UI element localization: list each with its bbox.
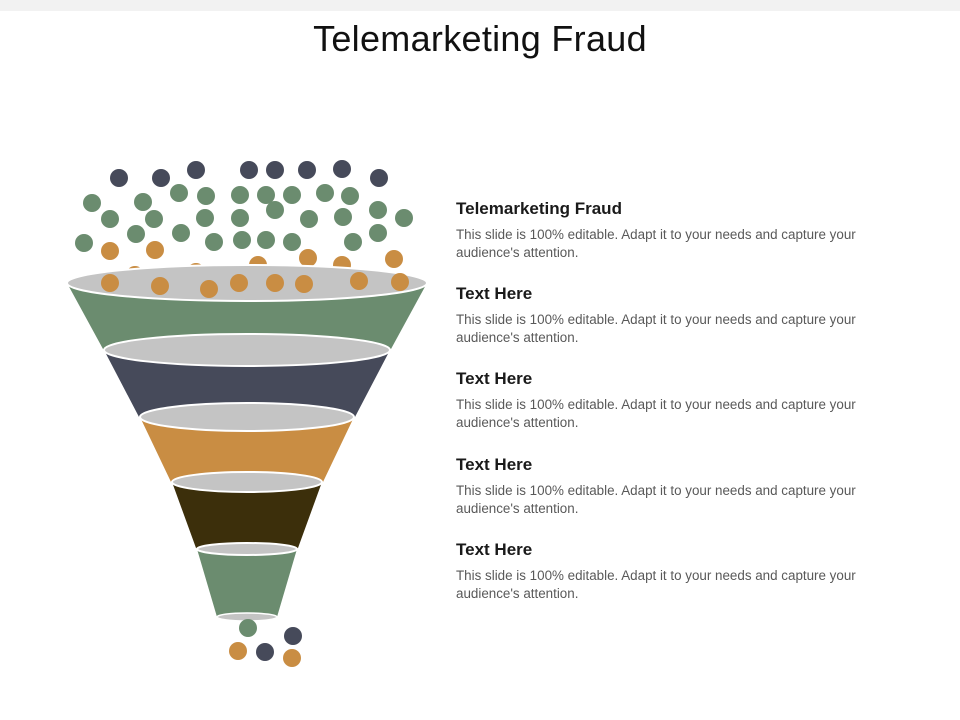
dot bbox=[229, 642, 247, 660]
output-dots bbox=[229, 619, 302, 667]
item-3-body: This slide is 100% editable. Adapt it to… bbox=[456, 397, 856, 430]
funnel-layers bbox=[66, 264, 428, 622]
item-1: Telemarketing Fraud This slide is 100% e… bbox=[456, 198, 876, 262]
dot bbox=[127, 225, 145, 243]
funnel-rim-4 bbox=[171, 471, 323, 493]
dot bbox=[316, 184, 334, 202]
dot bbox=[395, 209, 413, 227]
dot bbox=[151, 277, 169, 295]
dot bbox=[110, 169, 128, 187]
item-2: Text Here This slide is 100% editable. A… bbox=[456, 283, 876, 347]
dot bbox=[256, 643, 274, 661]
slide-title: Telemarketing Fraud bbox=[313, 18, 647, 59]
falling-dots-front bbox=[101, 272, 409, 298]
dot bbox=[200, 280, 218, 298]
dot bbox=[83, 194, 101, 212]
dot bbox=[369, 224, 387, 242]
funnel-rim-5 bbox=[196, 542, 298, 556]
dot bbox=[172, 224, 190, 242]
dot bbox=[344, 233, 362, 251]
dot bbox=[230, 274, 248, 292]
dot bbox=[101, 274, 119, 292]
dot bbox=[231, 209, 249, 227]
dot bbox=[350, 272, 368, 290]
dot bbox=[170, 184, 188, 202]
dot bbox=[231, 186, 249, 204]
item-1-heading: Telemarketing Fraud bbox=[456, 199, 622, 218]
dot bbox=[240, 161, 258, 179]
dot bbox=[266, 274, 284, 292]
dot bbox=[239, 619, 257, 637]
dot bbox=[391, 273, 409, 291]
item-3: Text Here This slide is 100% editable. A… bbox=[456, 368, 876, 432]
dot bbox=[233, 231, 251, 249]
funnel-layer-2 bbox=[104, 350, 390, 420]
funnel-rim-2 bbox=[103, 333, 391, 367]
item-4-heading: Text Here bbox=[456, 455, 533, 474]
dot bbox=[298, 161, 316, 179]
dot bbox=[370, 169, 388, 187]
dot bbox=[205, 233, 223, 251]
item-5-heading: Text Here bbox=[456, 540, 533, 559]
dot bbox=[295, 275, 313, 293]
dot bbox=[283, 186, 301, 204]
dot bbox=[101, 210, 119, 228]
top-band bbox=[0, 0, 960, 11]
item-3-heading: Text Here bbox=[456, 369, 533, 388]
item-4-body: This slide is 100% editable. Adapt it to… bbox=[456, 483, 856, 516]
dot bbox=[257, 231, 275, 249]
dot bbox=[196, 209, 214, 227]
item-5-body: This slide is 100% editable. Adapt it to… bbox=[456, 568, 856, 601]
funnel-layer-3 bbox=[140, 417, 354, 485]
dot bbox=[187, 161, 205, 179]
dot bbox=[341, 187, 359, 205]
dot bbox=[266, 201, 284, 219]
item-1-body: This slide is 100% editable. Adapt it to… bbox=[456, 227, 856, 260]
dot bbox=[146, 241, 164, 259]
dot bbox=[333, 160, 351, 178]
dot bbox=[300, 210, 318, 228]
dot bbox=[369, 201, 387, 219]
dot bbox=[283, 649, 301, 667]
dot bbox=[75, 234, 93, 252]
dot bbox=[299, 249, 317, 267]
funnel-layer-4 bbox=[172, 482, 322, 551]
item-5: Text Here This slide is 100% editable. A… bbox=[456, 539, 876, 603]
item-4: Text Here This slide is 100% editable. A… bbox=[456, 454, 876, 518]
dot bbox=[197, 187, 215, 205]
funnel-layer-5 bbox=[197, 549, 297, 621]
dot bbox=[101, 242, 119, 260]
dot bbox=[284, 627, 302, 645]
funnel-layer-1 bbox=[67, 283, 427, 352]
item-2-heading: Text Here bbox=[456, 284, 533, 303]
funnel-rim-3 bbox=[139, 402, 355, 432]
dot bbox=[334, 208, 352, 226]
dot bbox=[134, 193, 152, 211]
dot bbox=[266, 161, 284, 179]
dot bbox=[145, 210, 163, 228]
dot bbox=[257, 186, 275, 204]
dot bbox=[385, 250, 403, 268]
dot bbox=[283, 233, 301, 251]
dot bbox=[152, 169, 170, 187]
item-2-body: This slide is 100% editable. Adapt it to… bbox=[456, 312, 856, 345]
